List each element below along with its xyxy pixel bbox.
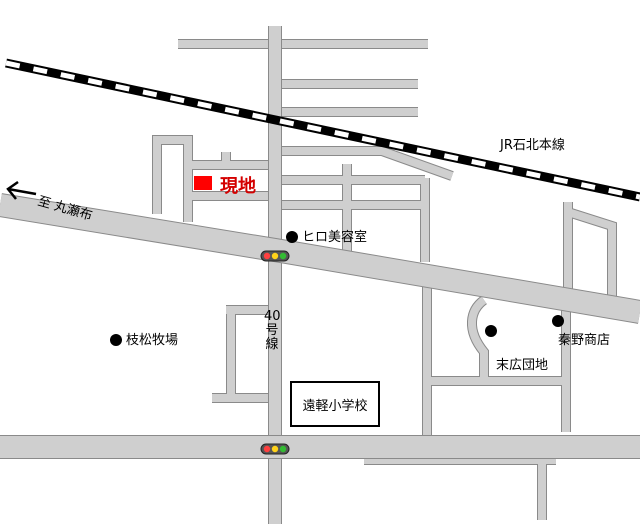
road-main-diagonal bbox=[0, 194, 640, 323]
store-marker-icon bbox=[552, 315, 564, 327]
store-label: 秦野商店 bbox=[558, 333, 611, 348]
left-arrow-icon bbox=[6, 180, 37, 200]
site-label: 現地 bbox=[220, 176, 256, 197]
site-marker bbox=[194, 176, 212, 190]
road-salon-upper bbox=[275, 147, 454, 180]
road-danchi-curve bbox=[467, 296, 488, 380]
railway-label: JR石北本線 bbox=[500, 138, 565, 153]
route-label: 40号線 bbox=[264, 309, 281, 352]
railway-ties bbox=[5, 60, 640, 200]
traffic-signal-icon bbox=[260, 443, 290, 455]
salon-label: ヒロ美容室 bbox=[302, 230, 368, 245]
salon-marker-icon bbox=[286, 231, 298, 243]
traffic-signal-icon bbox=[260, 250, 290, 262]
road-site-west bbox=[153, 136, 192, 222]
housing-marker-icon bbox=[485, 325, 497, 337]
ranch-marker-icon bbox=[110, 334, 122, 346]
ranch-label: 枝松牧場 bbox=[126, 333, 179, 348]
school-label: 遠軽小学校 bbox=[302, 398, 368, 414]
road-ranch-side bbox=[212, 306, 268, 402]
road-east-loop bbox=[564, 202, 616, 298]
housing-label: 末広団地 bbox=[496, 358, 549, 373]
school-building: 遠軽小学校 bbox=[290, 381, 380, 427]
